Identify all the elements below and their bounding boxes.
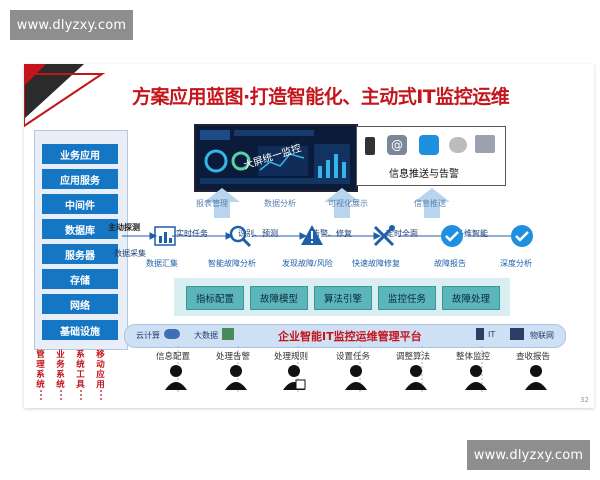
role-info-config: 信息配置 — [156, 352, 191, 362]
platform-it: IT — [488, 330, 496, 339]
system-label-tools: 系统工具 — [76, 350, 85, 390]
layer-storage: 存储 — [42, 269, 118, 289]
platform-cloud: 云计算 — [136, 331, 160, 340]
layer-app-service: 应用服务 — [42, 169, 118, 189]
system-down-arrows — [40, 390, 102, 402]
user-report-icon — [525, 365, 547, 390]
role-handle-rules: 处理规则 — [274, 352, 309, 362]
module-fault-model: 故障模型 — [250, 286, 308, 310]
app-icon — [449, 137, 467, 153]
magnifier-icon — [229, 225, 252, 248]
user-box-icon — [283, 365, 306, 390]
system-label-management: 管理系统 — [36, 350, 45, 390]
check-icon-analysis — [511, 225, 533, 247]
user-gear-icon-1 — [165, 365, 187, 390]
label-realtime-task: 实时任务 — [176, 229, 208, 238]
platform-bar — [124, 324, 566, 348]
dashboard-graphic — [200, 130, 350, 184]
label-visual-display: 可视化展示 — [328, 199, 368, 208]
system-label-business: 业务系统 — [56, 350, 65, 390]
module-metric-config: 指标配置 — [186, 286, 244, 310]
iot-icon — [510, 328, 524, 340]
step-data-aggregate: 数据汇集 — [146, 259, 178, 268]
label-data-collect: 数据采集 — [114, 249, 146, 258]
corner-decoration — [24, 64, 106, 128]
platform-bigdata: 大数据 — [194, 331, 218, 340]
slide: 方案应用蓝图·打造智能化、主动式IT监控运维 业务应用 应用服务 中间件 数据库… — [24, 64, 594, 408]
bigdata-icon — [222, 328, 234, 340]
upward-arrows — [204, 188, 450, 218]
label-active-probe: 主动探测 — [108, 223, 140, 232]
layer-middleware: 中间件 — [42, 194, 118, 214]
layer-database: 数据库 — [42, 219, 118, 239]
label-alarm-repair: 告警、修复 — [312, 229, 352, 238]
layer-infrastructure: 基础设施 — [42, 320, 118, 340]
role-set-task: 设置任务 — [336, 352, 371, 362]
role-receive-report: 查收报告 — [516, 352, 551, 362]
step-deep-analysis: 深度分析 — [500, 259, 532, 268]
check-icon-report — [441, 225, 463, 247]
wrench-icon — [373, 225, 395, 247]
label-identify-predict: 识别、预测 — [238, 229, 278, 238]
step-find-fault-risk: 发现故障/风险 — [282, 259, 333, 268]
label-scheduled-full: 定时全面 — [386, 229, 418, 238]
user-settings-icon-1 — [345, 365, 367, 390]
role-handle-alarm: 处理告警 — [216, 352, 251, 362]
notification-label: 信息推送与告警 — [389, 169, 459, 180]
warning-icon — [301, 225, 323, 245]
user-monitor-icon — [465, 365, 487, 390]
label-info-push: 信息推送 — [414, 199, 446, 208]
layer-business-app: 业务应用 — [42, 144, 118, 164]
process-flow-line — [122, 232, 522, 240]
platform-iot: 物联网 — [530, 331, 554, 340]
watermark-top: www.dlyzxy.com — [10, 10, 133, 40]
system-label-mobile: 移动应用 — [96, 350, 105, 390]
layer-server: 服务器 — [42, 244, 118, 264]
module-algorithm-engine: 算法引擎 — [314, 286, 372, 310]
step-fault-report: 故障报告 — [434, 259, 466, 268]
mail-icon: @ — [387, 135, 407, 155]
role-adjust-algorithm: 调整算法 — [396, 352, 431, 362]
user-settings-icon-2 — [405, 365, 427, 390]
label-data-analysis: 数据分析 — [264, 199, 296, 208]
role-overall-monitor: 整体监控 — [456, 352, 491, 362]
module-monitor-task: 监控任务 — [378, 286, 436, 310]
user-gear-icon-2 — [225, 365, 247, 390]
layer-network: 网络 — [42, 294, 118, 314]
notification-panel: @ 信息推送与告警 — [356, 126, 506, 186]
dashboard-screen: 大屏统一监控 — [194, 124, 358, 192]
computer-icon — [475, 135, 495, 153]
platform-title: 企业智能IT监控运维管理平台 — [278, 330, 422, 343]
page-title: 方案应用蓝图·打造智能化、主动式IT监控运维 — [132, 86, 510, 108]
step-quick-repair: 快速故障修复 — [352, 259, 400, 268]
cloud-icon — [164, 329, 180, 339]
module-fault-handling: 故障处理 — [442, 286, 500, 310]
watermark-bottom: www.dlyzxy.com — [467, 440, 590, 470]
label-multi-smart: 多维智能 — [456, 229, 488, 238]
phone-icon — [365, 137, 375, 155]
chat-icon — [419, 135, 439, 155]
page-number: 32 — [580, 396, 589, 404]
step-smart-fault-analysis: 智能故障分析 — [208, 259, 256, 268]
it-icon — [476, 328, 484, 340]
label-report-mgmt: 报表管理 — [196, 199, 228, 208]
bar-chart-icon — [154, 226, 176, 246]
